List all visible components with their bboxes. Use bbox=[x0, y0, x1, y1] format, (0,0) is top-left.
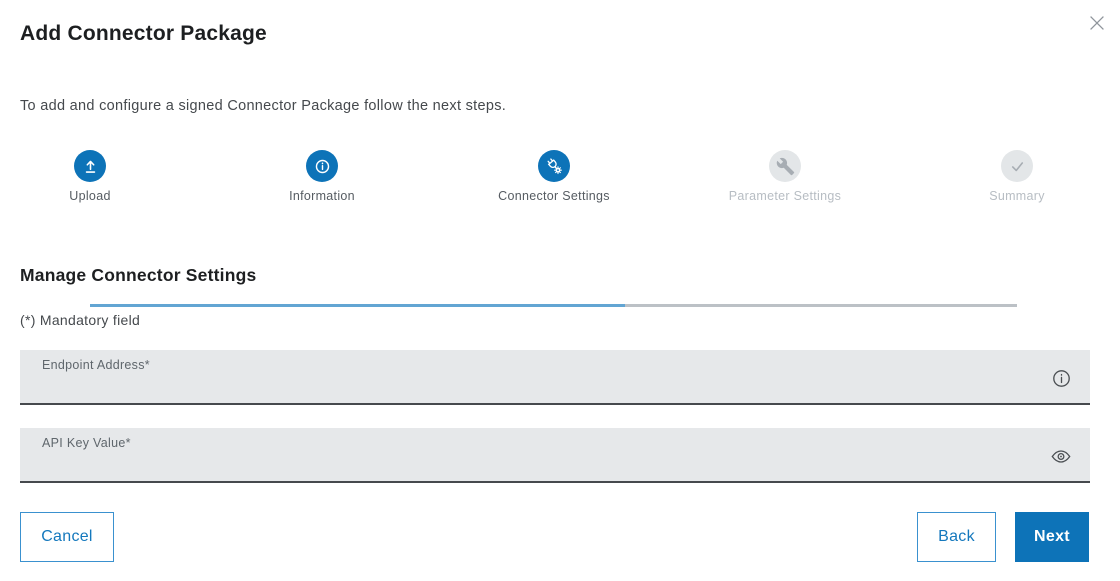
eye-icon[interactable] bbox=[1050, 445, 1072, 467]
step-connector-settings[interactable]: Connector Settings bbox=[469, 140, 639, 203]
dialog-subtitle: To add and configure a signed Connector … bbox=[20, 98, 507, 114]
info-icon bbox=[313, 157, 332, 176]
step-label: Connector Settings bbox=[498, 189, 610, 203]
step-summary[interactable]: Summary bbox=[932, 140, 1102, 203]
close-button[interactable] bbox=[1082, 8, 1112, 38]
section-heading: Manage Connector Settings bbox=[20, 265, 257, 285]
cancel-button[interactable]: Cancel bbox=[20, 512, 114, 562]
next-button[interactable]: Next bbox=[1015, 512, 1089, 562]
api-key-value-field[interactable]: API Key Value* bbox=[20, 428, 1090, 483]
upload-icon bbox=[81, 157, 100, 176]
endpoint-address-input[interactable] bbox=[42, 374, 1030, 400]
step-summary-circle bbox=[1001, 150, 1033, 182]
stepper-track-progress bbox=[90, 304, 625, 307]
wrench-icon bbox=[776, 157, 795, 176]
step-label: Information bbox=[289, 189, 355, 203]
info-icon[interactable] bbox=[1050, 367, 1072, 389]
step-label: Upload bbox=[69, 189, 111, 203]
step-parameter-settings-circle bbox=[769, 150, 801, 182]
check-icon bbox=[1008, 157, 1027, 176]
connector-gear-icon bbox=[544, 156, 564, 176]
step-upload-circle bbox=[74, 150, 106, 182]
field-label: API Key Value* bbox=[42, 436, 131, 450]
wizard-stepper: Upload Information bbox=[0, 140, 1120, 307]
step-label: Parameter Settings bbox=[728, 189, 842, 203]
endpoint-address-field[interactable]: Endpoint Address* bbox=[20, 350, 1090, 405]
step-label: Summary bbox=[989, 189, 1045, 203]
step-information-circle bbox=[306, 150, 338, 182]
step-parameter-settings[interactable]: Parameter Settings bbox=[700, 140, 870, 203]
step-upload[interactable]: Upload bbox=[5, 140, 175, 203]
dialog-title: Add Connector Package bbox=[20, 22, 267, 45]
api-key-value-input[interactable] bbox=[42, 452, 1030, 478]
step-information[interactable]: Information bbox=[237, 140, 407, 203]
field-label: Endpoint Address* bbox=[42, 358, 150, 372]
step-connector-settings-circle bbox=[538, 150, 570, 182]
close-icon bbox=[1086, 12, 1108, 34]
mandatory-field-note: (*) Mandatory field bbox=[20, 312, 141, 328]
back-button[interactable]: Back bbox=[917, 512, 996, 562]
